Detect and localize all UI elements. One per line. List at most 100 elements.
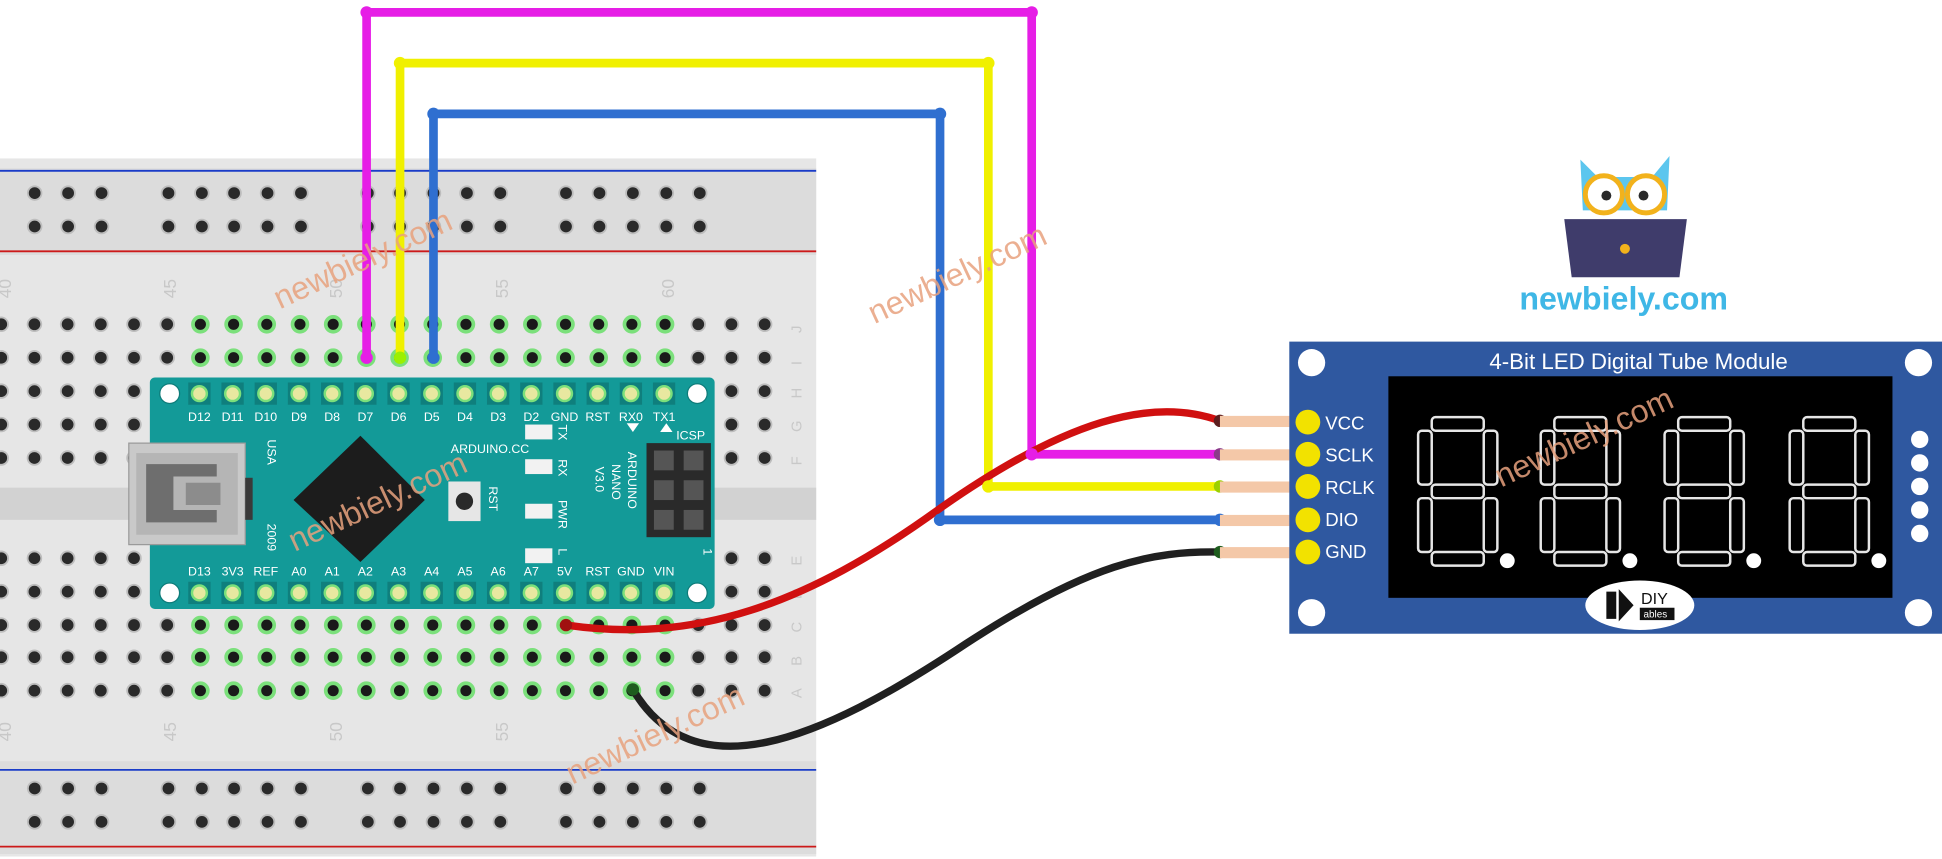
pin-hole [655,584,673,602]
breadboard-hole [0,617,9,633]
pin-hole [257,584,275,602]
pin-label-bottom: GND [617,565,645,579]
rail-hole [558,218,574,235]
segment [1482,496,1499,554]
breadboard-hole [556,647,575,667]
rail-hole [93,780,110,797]
module-pin-rclk: RCLK [1325,477,1375,498]
breadboard-hole [290,348,310,367]
arduino-pin-headers: D12D13D113V3D10REFD9A0D8A1D7A2D6A3D5A4D4… [188,382,676,605]
breadboard-hole [59,649,76,665]
wire-vcc [565,408,1222,634]
rail-hole [60,780,76,797]
pin-label-top: RST [585,410,610,424]
mount-hole [686,383,708,405]
pin-hole [555,584,574,602]
breadboard-hole [126,649,142,665]
segment [1676,483,1732,500]
breadboard-hole [556,681,575,700]
pin-hole [655,384,673,403]
rail-hole [60,185,76,201]
breadboard-hole [456,647,476,667]
rail-hole [259,185,276,201]
board-label-icsp: ICSP [676,428,705,442]
rail-hole [625,218,641,235]
breadboard-hole [257,681,277,700]
breadboard-hole [523,681,542,700]
column-number: 40 [0,722,15,741]
module-mount-hole [1904,599,1933,627]
segment [1553,550,1608,567]
breadboard-hole [26,583,43,600]
row-letter: H [789,388,805,399]
breadboard-hole [0,316,9,333]
pin-hole [423,584,441,602]
breadboard-hole [126,583,142,600]
icsp-header [646,443,711,538]
breadboard-hole [390,647,409,667]
breadboard-hole [59,583,76,600]
led-tube-module: 4-Bit LED Digital Tube Module VCC SCLK R… [1219,341,1942,634]
breadboard-hole [723,383,740,399]
breadboard-hole [756,383,773,399]
breadboard-hole [59,450,76,466]
pin-label-top: D7 [357,410,373,424]
pin-hole [323,384,341,403]
breadboard-hole [93,316,109,333]
breadboard-hole [556,348,575,367]
breadboard-hole [723,416,740,433]
pin-hole [423,384,441,403]
rail-hole [160,780,177,797]
segment [1728,429,1746,486]
breadboard-hole [257,315,277,334]
rail-hole [492,814,509,830]
segment [1605,429,1622,486]
led-label-pwr: PWR [556,500,570,529]
breadboard-hole [357,615,376,635]
breadboard-hole [756,450,773,466]
breadboard-hole [756,649,773,665]
module-pin-dio: DIO [1325,509,1358,530]
led-pwr [525,503,553,519]
breadboard-hole [589,681,608,700]
usb-connector [128,442,246,546]
pin-hole [522,584,540,602]
decimal-point [1871,553,1887,569]
mount-hole [159,582,181,604]
column-number: 40 [0,279,15,298]
breadboard-hole [159,316,175,333]
resistor-pack [245,477,253,520]
rail-hole [226,780,242,797]
breadboard-hole [224,315,243,334]
pin-hole [555,384,574,403]
segment [1553,483,1608,500]
module-pin-leads [1219,415,1307,559]
rail-hole [692,814,708,830]
breadboard-hole [690,682,707,699]
breadboard-hole [0,349,9,366]
pin-hole [589,584,607,602]
breadboard-hole [191,681,210,700]
segment [1416,496,1433,554]
breadboard-hole [93,416,109,433]
rail-hole [93,185,110,201]
breadboard-hole [159,349,175,366]
rail-hole [692,780,708,797]
pin-label-top: D10 [254,410,277,424]
module-mount-hole [1297,599,1326,627]
rail-hole [259,780,276,797]
breadboard-hole [126,316,142,333]
board-label-nano: NANO [609,464,623,500]
breadboard-hole [589,647,608,667]
rail-hole [459,185,475,201]
column-numbers-top: 40 45 50 55 60 [0,279,678,298]
rail-hole [558,780,574,797]
rail-hole [360,780,376,797]
pin-hole [522,384,540,403]
wires [360,6,1227,750]
arduino-nano: D12D13D113V3D10REFD9A0D8A1D7A2D6A3D5A4D4… [128,377,715,609]
breadboard-hole [26,316,43,333]
pin-label-bottom: VIN [654,565,675,579]
diyables-logo: DIY ables [1585,580,1695,631]
breadboard-hole [59,416,76,433]
